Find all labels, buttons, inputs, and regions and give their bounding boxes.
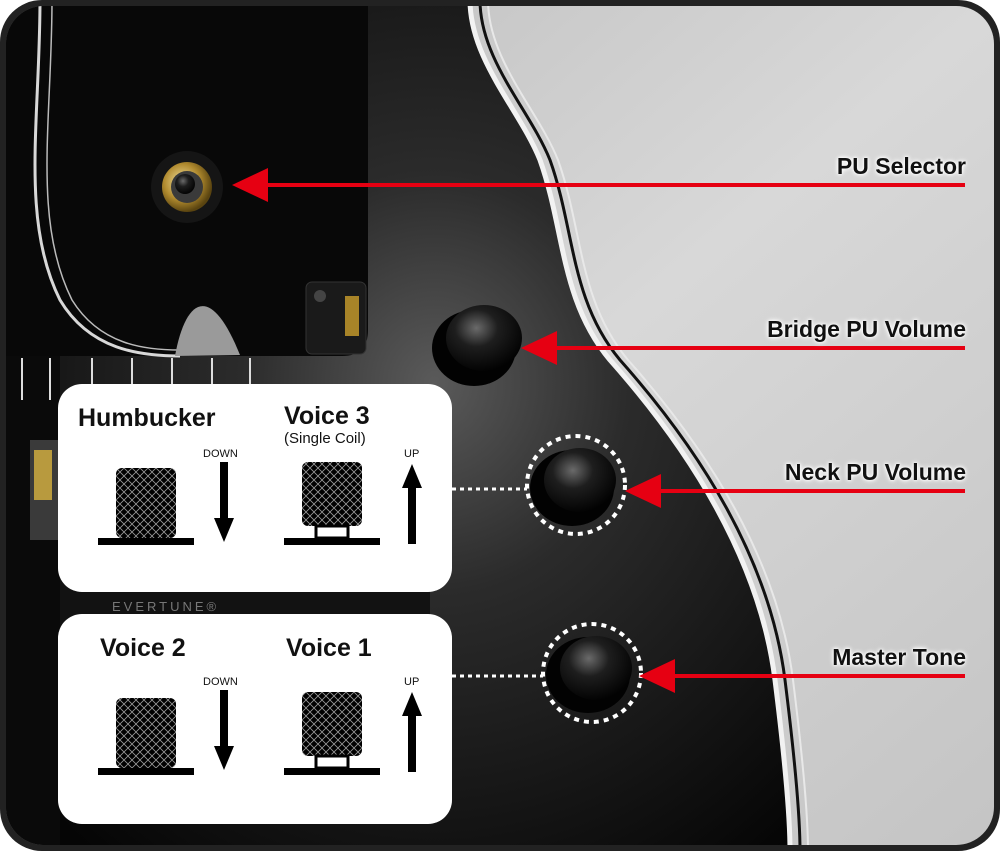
knob-up-icon bbox=[284, 462, 380, 545]
down-direction-label: DOWN bbox=[203, 676, 238, 688]
pu-selector-label: PU Selector bbox=[836, 153, 966, 179]
master-tone-label: Master Tone bbox=[832, 644, 966, 670]
knob-down-icon bbox=[98, 468, 194, 545]
arrow-down-icon bbox=[214, 690, 234, 770]
bridge-pu-volume-label: Bridge PU Volume bbox=[767, 316, 966, 342]
neck-pu-volume-label: Neck PU Volume bbox=[784, 459, 966, 485]
arrow-up-icon bbox=[402, 464, 422, 544]
voice-2-label: Voice 2 bbox=[100, 634, 186, 662]
knob-up-icon bbox=[284, 692, 380, 775]
voice-3-label: Voice 3 bbox=[284, 402, 370, 430]
single-coil-sublabel: (Single Coil) bbox=[284, 430, 366, 447]
arrow-down-icon bbox=[214, 462, 234, 542]
up-direction-label: UP bbox=[404, 676, 420, 688]
knob-down-icon bbox=[98, 698, 194, 775]
evertune-badge: EVERTUNE® bbox=[112, 599, 219, 614]
up-direction-label: UP bbox=[404, 448, 420, 460]
neck-volume-push-pull-card: Humbucker Voice 3 (Single Coil) DOWN UP bbox=[58, 384, 452, 592]
humbucker-label: Humbucker bbox=[78, 404, 216, 432]
arrow-up-icon bbox=[402, 692, 422, 772]
voice-1-label: Voice 1 bbox=[286, 634, 372, 662]
tone-push-pull-card: Voice 2 Voice 1 DOWN UP bbox=[58, 614, 452, 824]
down-direction-label: DOWN bbox=[203, 448, 238, 460]
